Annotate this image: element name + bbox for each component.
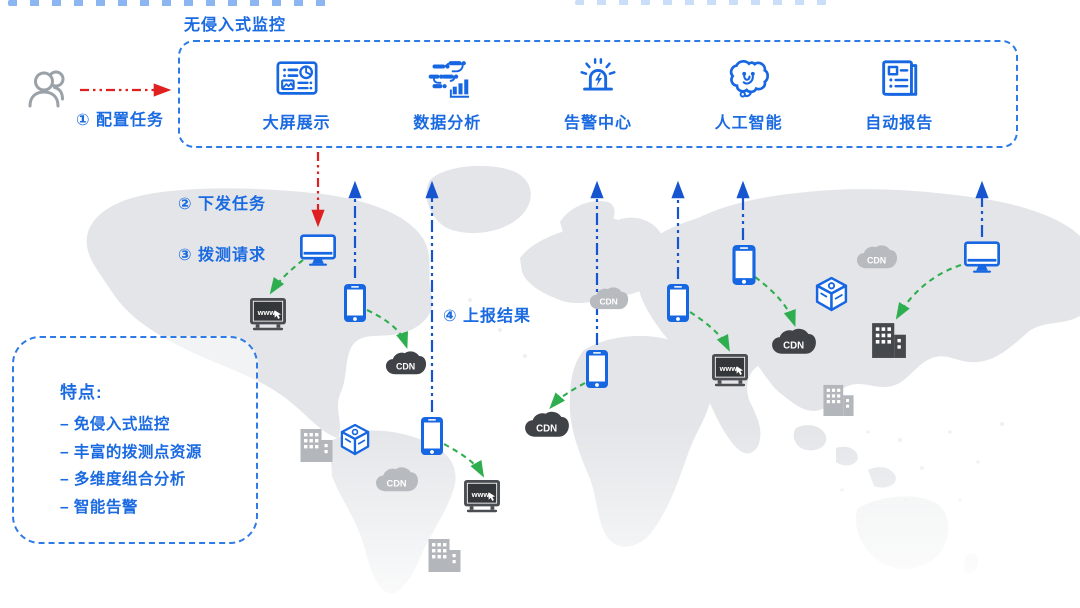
step2-label: ② 下发任务	[178, 196, 266, 213]
monitor-box-title: 无侵入式监控	[184, 17, 287, 34]
features-box: 特点: – 免侵入式监控 – 丰富的拨测点资源 – 多维度组合分析 – 智能告警	[12, 336, 258, 544]
edge-node-cube-icon	[340, 423, 370, 456]
www-label: www	[257, 308, 276, 317]
www-site-icon: www	[463, 479, 501, 514]
www-site-icon: www	[249, 297, 287, 332]
auto-report-icon	[882, 59, 918, 96]
www-site-icon: www	[711, 353, 749, 388]
capability-alert-center: 告警中心	[564, 56, 632, 133]
cdn-label: CDN	[387, 478, 407, 488]
cropped-text-artifact	[8, 0, 338, 6]
step4-label: ④ 上报结果	[443, 308, 531, 325]
probe-phone-icon	[731, 244, 757, 286]
users-icon	[26, 66, 72, 110]
dashboard-icon	[276, 60, 318, 95]
building-icon	[426, 538, 463, 572]
ai-icon	[729, 59, 769, 97]
cdn-label: CDN	[867, 256, 886, 266]
probe-phone-icon	[666, 283, 690, 323]
cdn-label: CDN	[396, 362, 415, 372]
cdn-label: CDN	[783, 341, 804, 352]
arrows-probe-request	[269, 259, 962, 478]
cdn-label: CDN	[536, 424, 557, 435]
probe-phone-icon	[343, 283, 367, 323]
capability-label: 数据分析	[413, 114, 482, 132]
capability-label: 大屏展示	[262, 114, 331, 132]
www-label: www	[471, 490, 490, 499]
probe-phone-icon	[420, 416, 444, 456]
data-analysis-icon	[428, 60, 470, 98]
alert-center-icon	[580, 57, 616, 90]
cdn-cloud-icon: CDN	[770, 326, 818, 357]
capability-ai: 人工智能	[715, 56, 783, 133]
capability-dashboard: 大屏展示	[263, 56, 331, 133]
cropped-text-artifact	[575, 0, 830, 5]
capability-auto-report: 自动报告	[865, 56, 933, 133]
probe-phone-icon	[585, 349, 609, 389]
cdn-cloud-icon: CDN	[588, 285, 630, 312]
building-icon	[821, 384, 856, 416]
capability-label: 自动报告	[865, 114, 934, 132]
capability-label: 告警中心	[563, 114, 632, 132]
building-icon	[870, 320, 908, 360]
cdn-cloud-icon: CDN	[855, 243, 899, 271]
capability-label: 人工智能	[714, 114, 783, 132]
building-icon	[298, 428, 335, 462]
features-title: 特点:	[60, 383, 103, 402]
feature-item: – 智能告警	[60, 498, 138, 516]
www-label: www	[719, 364, 738, 373]
cdn-label: CDN	[599, 297, 617, 307]
capability-data-analysis: 数据分析	[413, 56, 481, 133]
feature-item: – 多维度组合分析	[60, 471, 186, 488]
probe-desktop-icon	[964, 241, 1000, 275]
probe-desktop-icon	[300, 234, 336, 268]
cdn-cloud-icon: CDN	[374, 465, 420, 494]
step3-label: ③ 拨测请求	[178, 247, 266, 264]
cdn-cloud-icon: CDN	[523, 409, 571, 440]
cdn-cloud-icon: CDN	[384, 349, 428, 377]
feature-item: – 免侵入式监控	[60, 416, 170, 433]
step1-label: ① 配置任务	[76, 112, 164, 129]
feature-item: – 丰富的拨测点资源	[60, 443, 202, 461]
arrows-report-results	[348, 180, 989, 412]
monitoring-capability-box: 大屏展示	[178, 40, 1018, 148]
edge-node-cube-icon	[815, 276, 848, 312]
